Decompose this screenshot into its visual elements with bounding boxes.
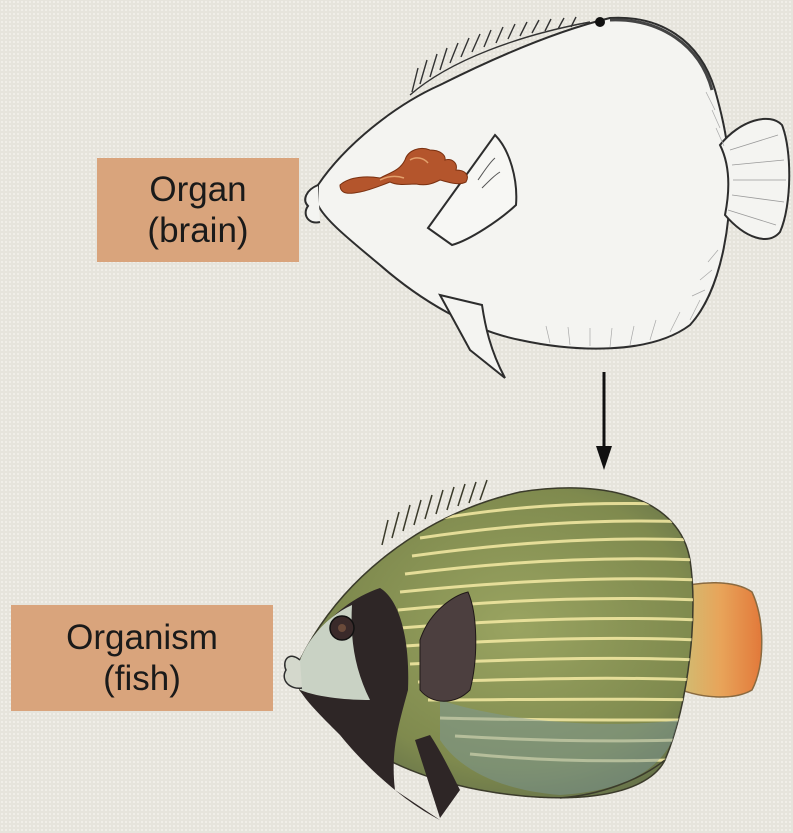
angelfish-mouth: [284, 656, 302, 688]
organ-label: Organ (brain): [97, 158, 299, 262]
organism-label-example: (fish): [103, 658, 181, 699]
white-fish-tail: [720, 119, 789, 239]
organism-label: Organism (fish): [11, 605, 273, 711]
white-fish-mouth: [305, 185, 320, 223]
organism-label-title: Organism: [66, 617, 218, 658]
organ-label-title: Organ: [149, 169, 246, 210]
organ-label-example: (brain): [147, 210, 248, 251]
white-fish-illustration: [305, 17, 789, 378]
down-arrow-icon: [596, 372, 612, 470]
angelfish-illustration: [284, 480, 762, 820]
